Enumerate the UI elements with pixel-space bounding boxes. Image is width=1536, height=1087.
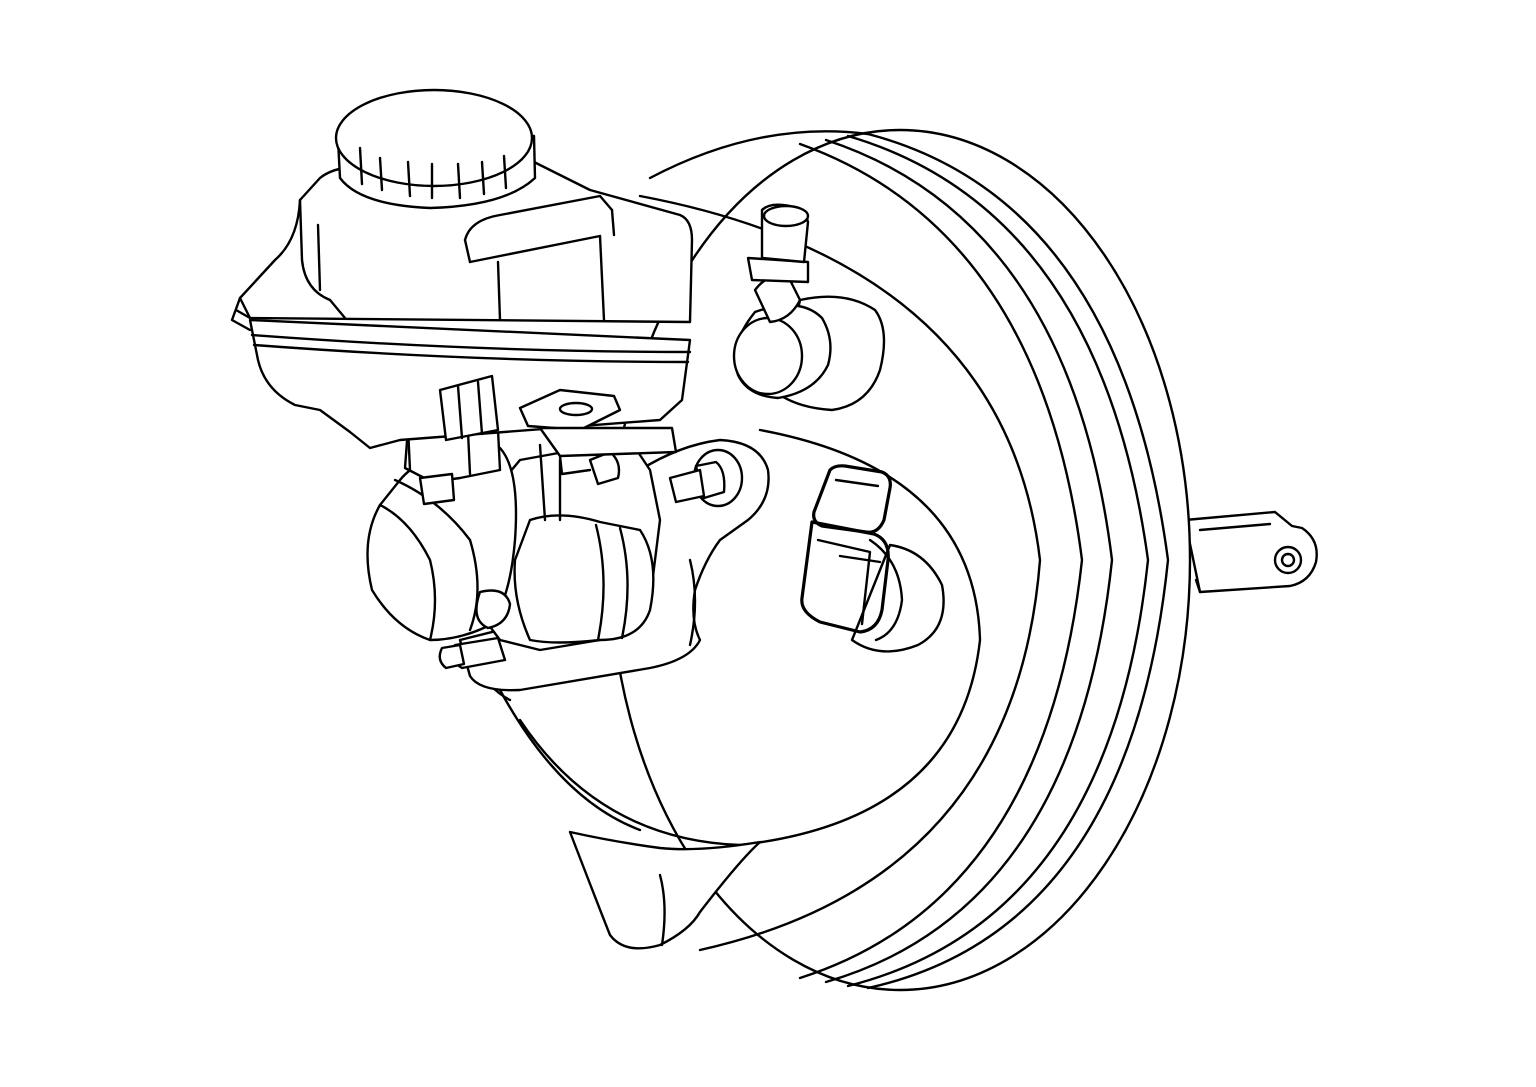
- pushrod-bracket: [1183, 510, 1318, 594]
- fluid-reservoir: [230, 158, 694, 332]
- pressure-sensor-housing: [366, 418, 518, 642]
- vacuum-check-valve: [732, 203, 886, 412]
- reservoir-cap: [334, 88, 537, 210]
- fluid-reservoir-base: [248, 318, 692, 476]
- brake-fluid-level-sensor-connector: [800, 464, 892, 634]
